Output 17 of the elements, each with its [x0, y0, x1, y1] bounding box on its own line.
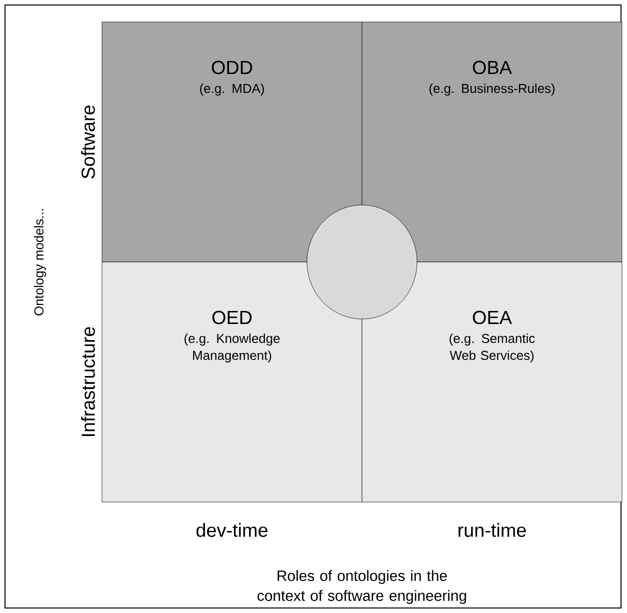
quadrant-box — [102, 262, 362, 502]
quadrant-box — [362, 262, 622, 502]
quadrant-description: (e.g. MDA) — [200, 84, 264, 96]
caption: Roles of ontologies in the context of software engineering — [258, 570, 466, 604]
quadrant-box — [362, 22, 622, 262]
quadrant-box — [102, 22, 362, 262]
column-label: dev-time — [196, 523, 268, 537]
axis-title: Ontology models... — [34, 209, 46, 316]
quadrant-heading: OEA — [472, 310, 512, 324]
quadrant-description: (e.g. Knowledge Management) — [184, 334, 280, 363]
quadrant-heading: ODD — [212, 60, 252, 74]
quadrant-description: (e.g. Semantic Web Services) — [450, 334, 535, 363]
quadrant-heading: OBA — [472, 60, 512, 74]
quadrant-heading: OED — [212, 310, 252, 324]
column-label: run-time — [458, 523, 526, 537]
circle-shape — [306, 204, 418, 320]
quadrant-description: (e.g. Business-Rules) — [429, 84, 555, 96]
